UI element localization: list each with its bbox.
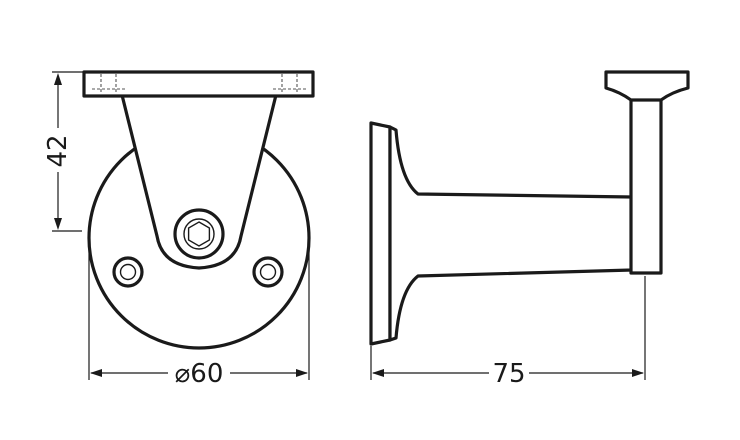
dimension-diameter: ⌀60 <box>88 240 310 389</box>
side-view <box>369 70 690 346</box>
screw-hole-left <box>112 256 144 288</box>
post-side <box>629 97 663 275</box>
wall-flange-side <box>369 121 392 346</box>
screw-hole-right <box>252 256 284 288</box>
dimension-length-label: 75 <box>492 359 525 389</box>
saddle-hidden-holes <box>92 74 306 94</box>
hex-socket <box>173 208 225 260</box>
front-view <box>82 70 315 350</box>
dimension-length: 75 <box>370 276 646 389</box>
bracket-arm-side <box>388 125 634 342</box>
bracket-arm-front <box>120 93 278 270</box>
dimension-height: 42 <box>43 71 84 232</box>
dimension-diameter-label: ⌀60 <box>175 359 224 389</box>
dimension-height-label: 42 <box>43 134 73 167</box>
saddle-plate-front <box>82 70 315 98</box>
saddle-plate-side <box>604 70 690 102</box>
